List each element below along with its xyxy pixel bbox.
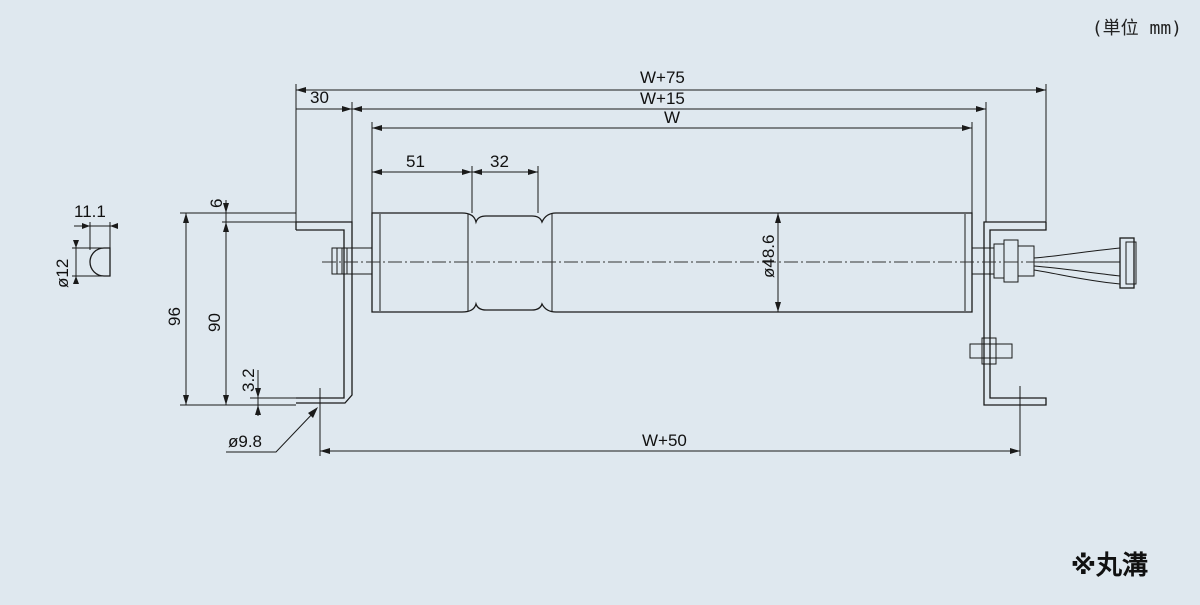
- mount-bolt: [969, 337, 1013, 365]
- groove-type-note: ※丸溝: [1070, 551, 1148, 581]
- right-frame-bracket: [983, 221, 1047, 406]
- motor-cable: [1033, 237, 1137, 289]
- label-shaft-diameter: ø12: [53, 259, 72, 288]
- left-frame-bracket: [295, 221, 353, 404]
- label-frame-offset: 30: [310, 88, 329, 107]
- left-shaft: [331, 247, 373, 275]
- dim-roller-diameter: ø48.6: [759, 213, 781, 312]
- dim-overall-frame: W+75: [295, 68, 1047, 222]
- label-hole-diameter: ø9.8: [228, 432, 262, 451]
- dim-grooves: 51 32: [372, 152, 539, 213]
- right-shaft: [971, 239, 1035, 283]
- dim-mount-pitch: W+50: [320, 386, 1021, 456]
- dim-heights: 6 96 90 3.2: [165, 199, 296, 416]
- label-groove-pitch: 32: [490, 152, 509, 171]
- roller-body: [371, 212, 973, 313]
- dim-between-frames: 30 W+15: [296, 88, 987, 222]
- label-groove-offset: 51: [406, 152, 425, 171]
- dim-hole-diameter: ø9.8: [226, 388, 321, 456]
- label-mount-pitch: W+50: [642, 431, 687, 450]
- label-top-offset: 6: [207, 199, 226, 208]
- label-axis-height: 90: [205, 313, 224, 332]
- unit-note: (単位 mm): [1091, 18, 1182, 39]
- shaft-section-detail: 11.1 ø12: [53, 202, 118, 288]
- label-between-frames: W+15: [640, 89, 685, 108]
- label-overall-frame: W+75: [640, 68, 685, 87]
- label-roller-diameter: ø48.6: [759, 235, 778, 278]
- label-shaft-flat: 11.1: [74, 202, 106, 221]
- label-total-height: 96: [165, 307, 184, 326]
- dim-roller-width: W: [371, 108, 973, 213]
- label-roller-width: W: [664, 108, 680, 127]
- label-thickness: 3.2: [239, 368, 258, 392]
